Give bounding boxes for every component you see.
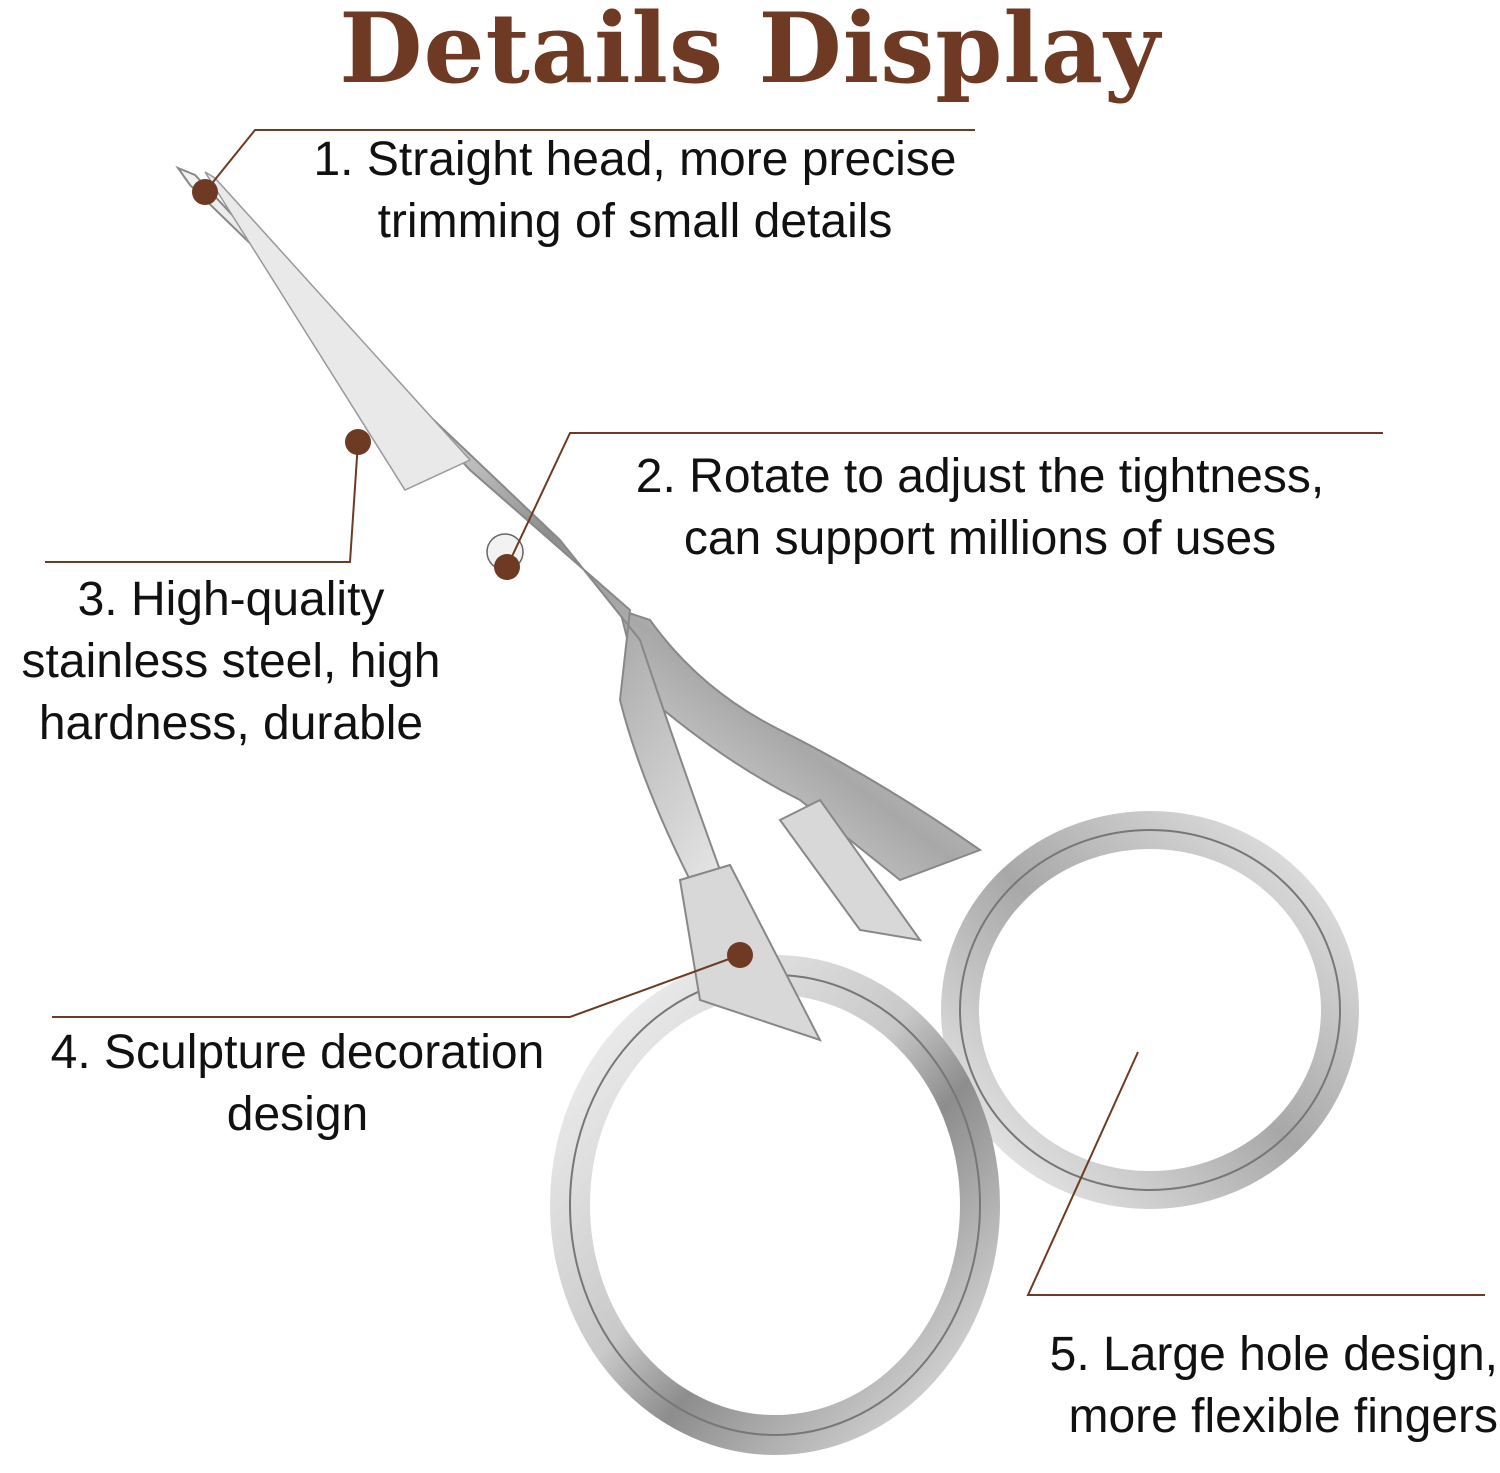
callout-text: 5. Large hole design, bbox=[1049, 1328, 1498, 1381]
callout-5: 5. Large hole design, more flexible fing… bbox=[900, 1324, 1498, 1448]
callout-4: 4. Sculpture decoration design bbox=[20, 1022, 575, 1146]
callout-lines bbox=[45, 129, 1485, 1296]
callout-text: can support millions of uses bbox=[683, 512, 1277, 565]
scissors-icon bbox=[175, 165, 1359, 1455]
callout-text: more flexible fingers bbox=[1068, 1390, 1498, 1443]
callout-text: design bbox=[226, 1088, 369, 1141]
callout-text: 1. Straight head, more precise bbox=[313, 133, 957, 186]
callout-text: trimming of small details bbox=[377, 195, 893, 248]
callout-text: 3. High-quality bbox=[77, 573, 385, 626]
callout-2: 2. Rotate to adjust the tightness, can s… bbox=[580, 446, 1380, 570]
callout-1: 1. Straight head, more precise trimming … bbox=[255, 129, 1015, 253]
page-title: Details Display bbox=[339, 0, 1161, 105]
callout-3: 3. High-quality stainless steel, high ha… bbox=[0, 569, 462, 755]
callout-dots bbox=[192, 179, 753, 968]
callout-text: stainless steel, high bbox=[21, 635, 441, 688]
callout-text: 2. Rotate to adjust the tightness, bbox=[635, 450, 1325, 503]
callout-text: 4. Sculpture decoration bbox=[50, 1026, 545, 1079]
callout-text: hardness, durable bbox=[38, 697, 424, 750]
